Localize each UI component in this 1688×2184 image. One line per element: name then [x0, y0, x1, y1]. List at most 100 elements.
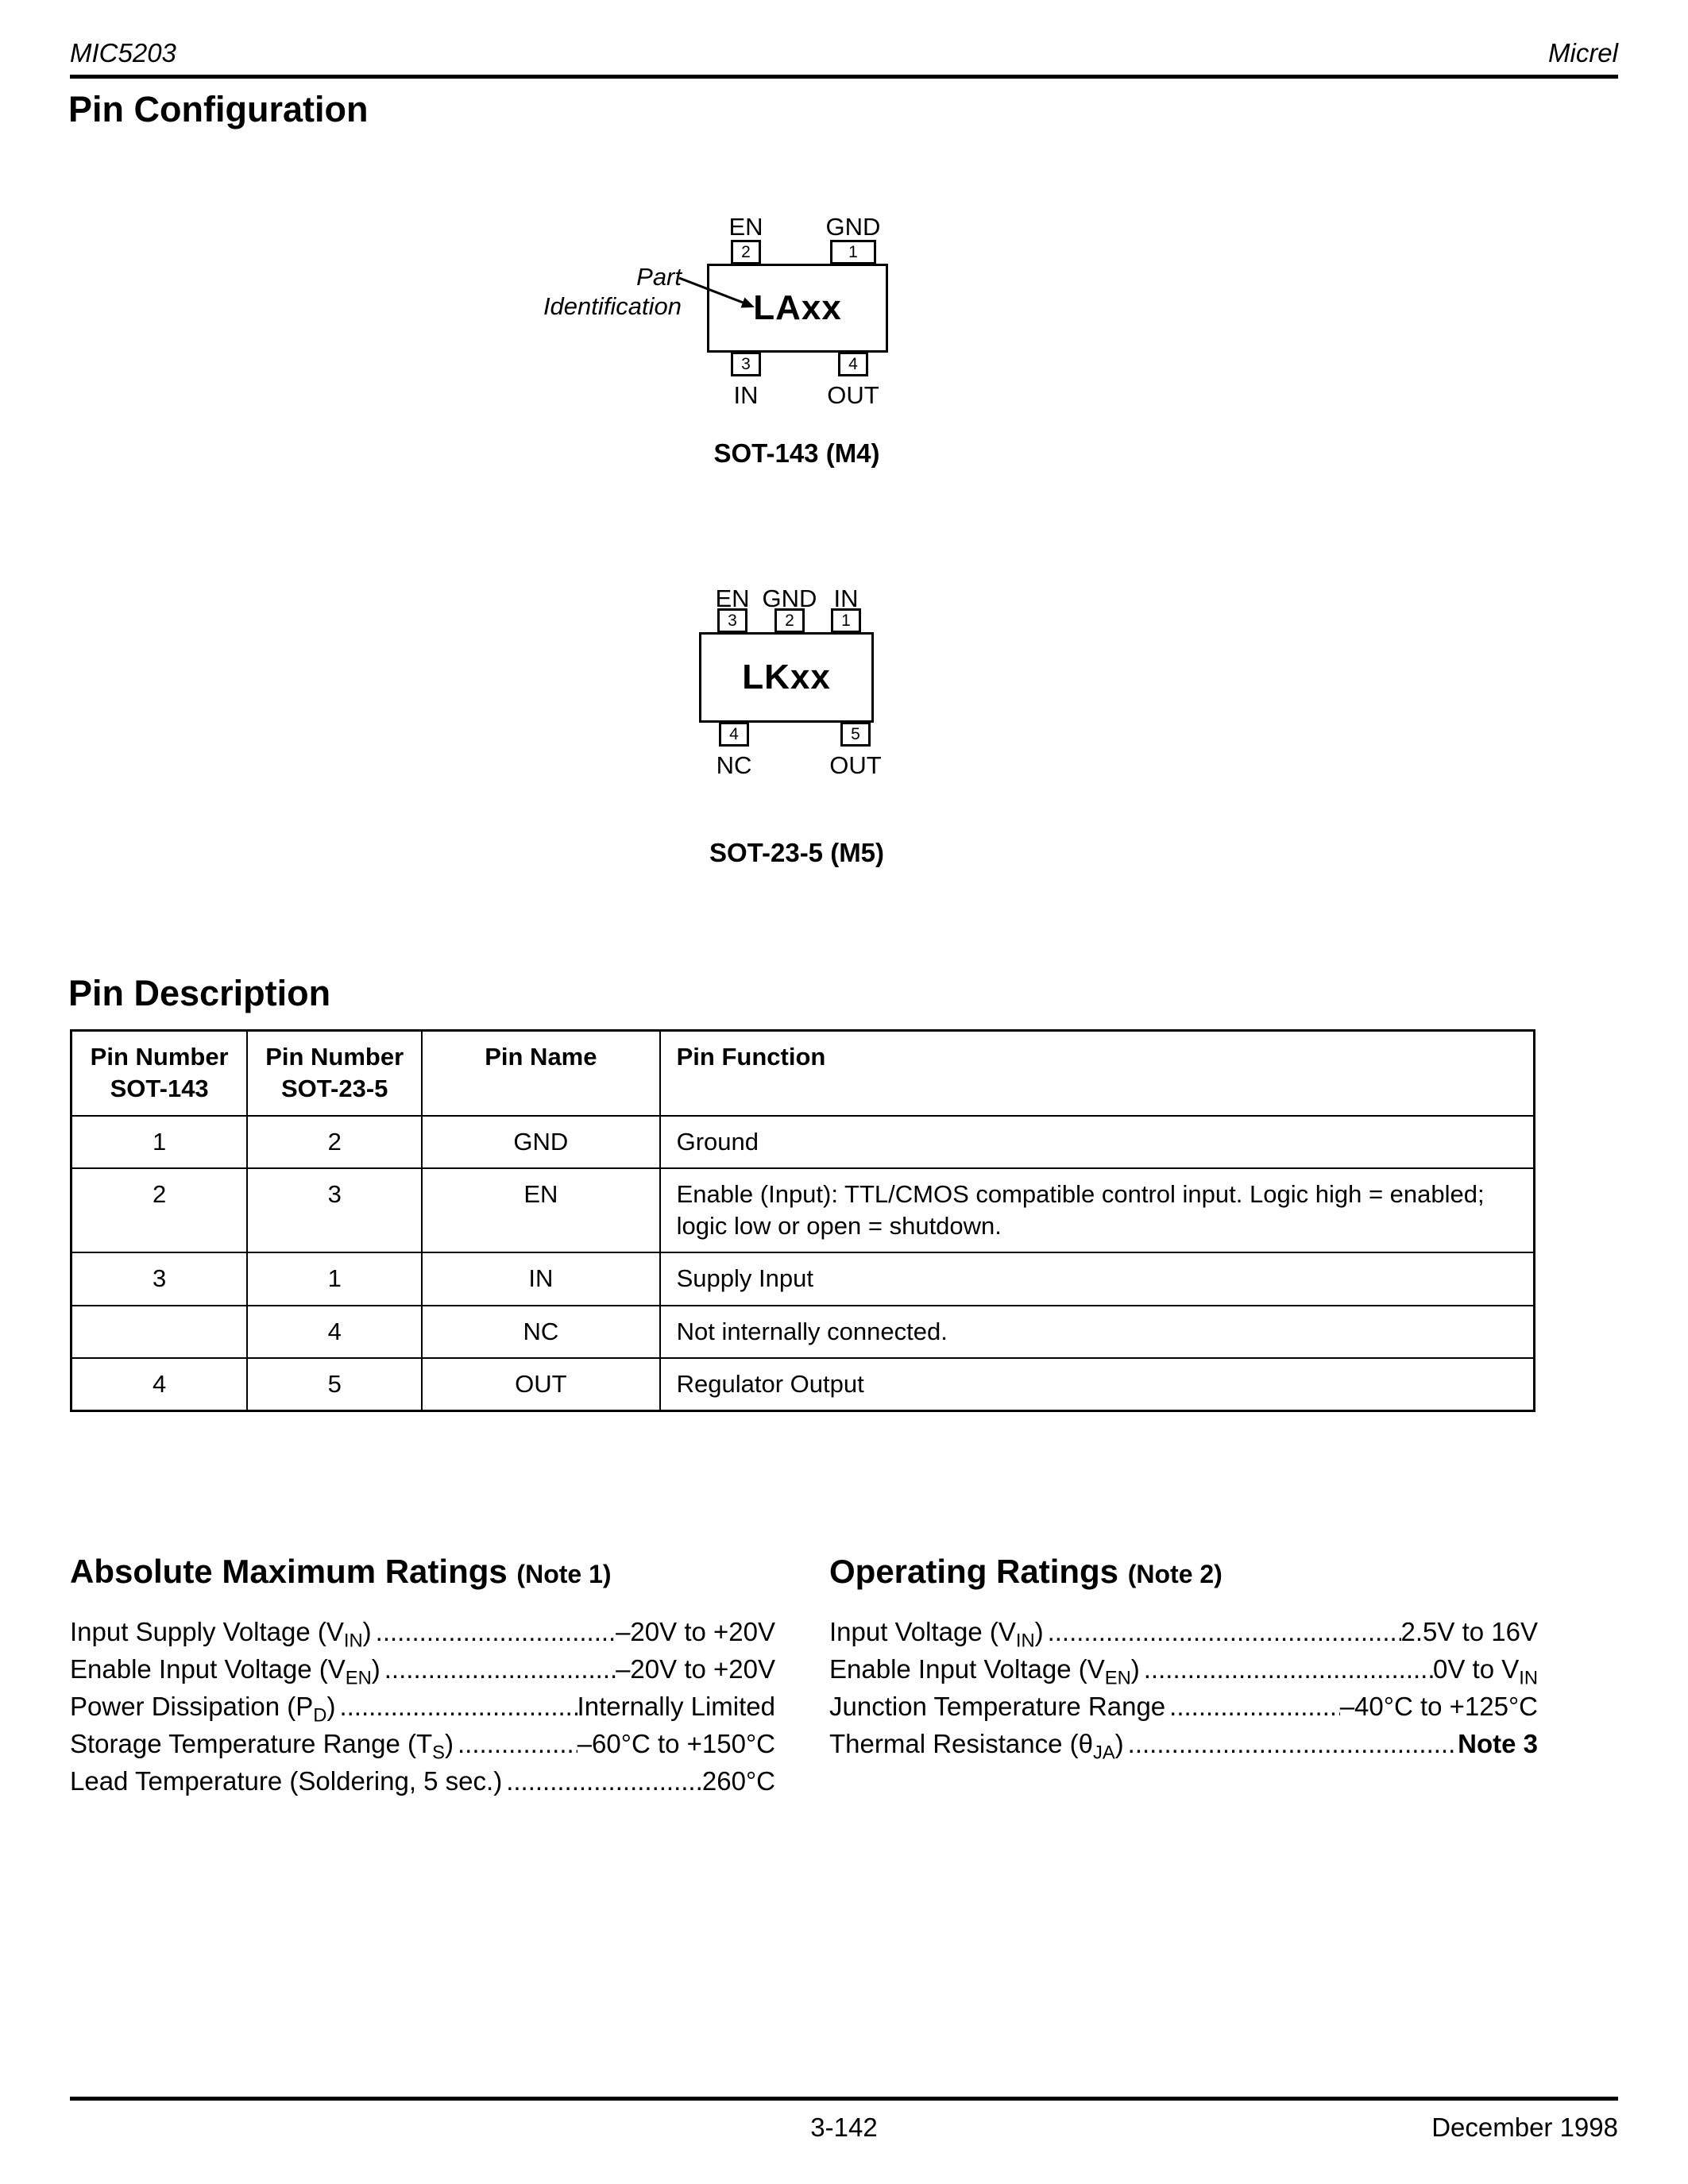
rating-value: 260°C: [701, 1766, 775, 1796]
column-header-sot143: Pin Number SOT-143: [70, 1029, 249, 1117]
table-cell: Ground: [659, 1114, 1535, 1169]
footer-page-number: 3-142: [810, 2113, 878, 2142]
rating-value: 2.5V to 16V: [1400, 1617, 1538, 1646]
package-caption-sot235: SOT-23-5 (M5): [709, 838, 885, 867]
table-cell: Regulator Output: [659, 1357, 1535, 1412]
table-cell: NC: [421, 1304, 661, 1360]
rating-label: Thermal Resistance (θJA): [829, 1729, 1124, 1764]
pin-label-nc: NC: [716, 751, 752, 779]
rating-leader: ........................................…: [375, 1617, 616, 1646]
ratings-section: Absolute Maximum Ratings (Note 1) Input …: [70, 1553, 1538, 1800]
table-cell: Enable (Input): TTL/CMOS compatible cont…: [659, 1167, 1535, 1254]
footer-date: December 1998: [1431, 2113, 1618, 2142]
table-cell: 1: [246, 1252, 423, 1306]
pin-label-en: EN: [728, 213, 763, 241]
pin-description-title: Pin Description: [68, 973, 331, 1013]
table-row: 1 2 GND Ground: [70, 1114, 1535, 1169]
rating-leader: ........................................…: [457, 1729, 577, 1758]
table-cell: GND: [421, 1114, 661, 1169]
rating-line: Input Supply Voltage (VIN) .............…: [70, 1613, 775, 1650]
rating-label: Power Dissipation (PD): [70, 1692, 336, 1727]
pin-label-out: OUT: [829, 751, 882, 779]
pin-number: 5: [851, 725, 860, 743]
header-rule: [70, 75, 1618, 79]
part-identification-arrow-icon: [678, 276, 755, 308]
package-caption-sot143: SOT-143 (M4): [713, 438, 880, 468]
column-header-sot235: Pin Number SOT-23-5: [246, 1029, 423, 1117]
rating-line: Enable Input Voltage (VEN) .............…: [829, 1650, 1538, 1688]
rating-label: Input Supply Voltage (VIN): [70, 1617, 372, 1652]
table-cell: OUT: [421, 1357, 661, 1412]
rating-value: Note 3: [1458, 1729, 1538, 1758]
table-cell: Supply Input: [659, 1252, 1535, 1306]
section-title-text: Operating Ratings: [829, 1553, 1119, 1590]
rating-value: Internally Limited: [577, 1692, 775, 1721]
table-cell: 2: [246, 1114, 423, 1169]
pin-label-in: IN: [733, 381, 759, 409]
operating-ratings: Operating Ratings (Note 2) Input Voltage…: [829, 1553, 1538, 1800]
rating-value: –60°C to +150°C: [577, 1729, 775, 1758]
pin-label-in: IN: [833, 585, 859, 612]
header-doc-id: MIC5203: [70, 38, 176, 68]
part-identification-text: LAxx: [753, 288, 842, 327]
table-cell: 1: [70, 1114, 249, 1169]
pin-configuration-title: Pin Configuration: [68, 89, 369, 129]
section-title: Operating Ratings (Note 2): [829, 1553, 1538, 1591]
rating-leader: ........................................…: [339, 1692, 577, 1721]
pin-number-box: 4: [838, 352, 868, 376]
table-row: 4 5 OUT Regulator Output: [70, 1357, 1535, 1412]
rating-line: Input Voltage (VIN) ....................…: [829, 1613, 1538, 1650]
part-identification-text: LKxx: [742, 658, 831, 696]
pin-description-table: Pin Number SOT-143 Pin Number SOT-23-5 P…: [70, 1029, 1535, 1413]
rating-leader: ........................................…: [1047, 1617, 1401, 1646]
pin-label-out: OUT: [827, 381, 879, 409]
pin-label-gnd: GND: [762, 585, 817, 612]
table-cell: Not internally connected.: [659, 1304, 1535, 1360]
section-note: (Note 1): [516, 1560, 612, 1588]
rating-line: Thermal Resistance (θJA) ...............…: [829, 1725, 1538, 1762]
rating-leader: ........................................…: [1143, 1654, 1433, 1684]
rating-line: Power Dissipation (PD) .................…: [70, 1688, 775, 1725]
pin-number: 2: [785, 612, 794, 630]
pin-number: 2: [741, 243, 751, 261]
footer-rule: [70, 2097, 1618, 2101]
rating-label: Junction Temperature Range: [829, 1692, 1166, 1721]
pin-number: 3: [741, 355, 751, 373]
rating-line: Lead Temperature (Soldering, 5 sec.) ...…: [70, 1762, 775, 1800]
package-body-sot143: LAxx: [707, 264, 888, 353]
rating-label: Input Voltage (VIN): [829, 1617, 1044, 1652]
rating-label: Lead Temperature (Soldering, 5 sec.): [70, 1766, 503, 1796]
absolute-maximum-ratings: Absolute Maximum Ratings (Note 1) Input …: [70, 1553, 775, 1800]
rating-label: Storage Temperature Range (TS): [70, 1729, 454, 1764]
table-cell: 3: [70, 1252, 249, 1306]
pin-number-box: 1: [831, 608, 861, 633]
rating-value: –20V to +20V: [616, 1617, 775, 1646]
table-row: 2 3 EN Enable (Input): TTL/CMOS compatib…: [70, 1167, 1535, 1254]
pin-number: 4: [729, 725, 739, 743]
pin-number-box: 5: [840, 722, 871, 747]
rating-value: 0V to VIN: [1433, 1654, 1538, 1689]
section-title-text: Absolute Maximum Ratings: [70, 1553, 508, 1590]
table-cell: [70, 1304, 249, 1360]
pin-number: 3: [728, 612, 737, 630]
table-cell: 3: [246, 1167, 423, 1254]
pin-number: 1: [848, 243, 858, 261]
rating-line: Enable Input Voltage (VEN) .............…: [70, 1650, 775, 1688]
rating-leader: ........................................…: [1169, 1692, 1340, 1721]
rating-leader: ........................................…: [1127, 1729, 1458, 1758]
rating-line: Storage Temperature Range (TS) .........…: [70, 1725, 775, 1762]
column-header-pin-name: Pin Name: [421, 1029, 661, 1117]
pin-number-box: 2: [731, 240, 761, 264]
header-company: Micrel: [1548, 38, 1618, 68]
table-row: 3 1 IN Supply Input: [70, 1252, 1535, 1306]
table-cell: 5: [246, 1357, 423, 1412]
pin-number-box: 3: [731, 352, 761, 376]
table-row: 4 NC Not internally connected.: [70, 1304, 1535, 1360]
pin-number-box: 4: [719, 722, 749, 747]
pin-number: 1: [841, 612, 851, 630]
table-cell: 4: [70, 1357, 249, 1412]
pin-number-box: 3: [717, 608, 747, 633]
pin-number-box: 1: [830, 240, 876, 264]
rating-leader: ........................................…: [384, 1654, 616, 1684]
